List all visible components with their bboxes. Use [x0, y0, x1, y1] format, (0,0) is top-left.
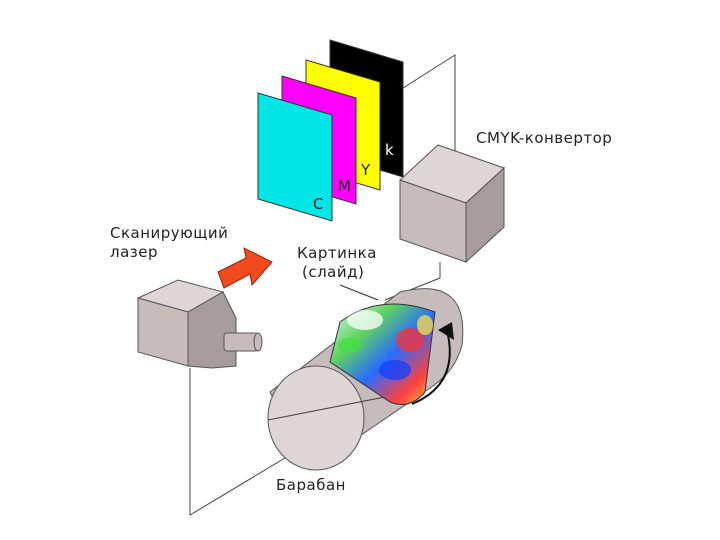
picture-label-line1: Картинка	[297, 244, 377, 262]
cmyk-converter-label: CMYK-конвертор	[476, 129, 613, 147]
picture-label-line2: (слайд)	[302, 263, 365, 281]
slide-image	[329, 303, 436, 405]
plate-label-c: C	[313, 195, 324, 213]
converter-side-face	[465, 166, 505, 264]
wire-converter-to-plates	[399, 54, 456, 170]
laser-beam-arrow-icon	[217, 247, 273, 289]
laser-nozzle-tip	[253, 332, 263, 352]
color-plates	[257, 39, 404, 222]
laser-nozzle	[223, 332, 259, 352]
scanning-laser-label-line1: Сканирующий	[110, 224, 229, 242]
plate-label-k: k	[385, 141, 394, 159]
rotation-arrow-icon	[411, 322, 454, 405]
laser-housing	[136, 279, 263, 369]
cmyk-converter-box	[399, 144, 505, 264]
picture-pointer-line	[339, 284, 379, 301]
plate-label-y: Y	[361, 161, 371, 179]
drum-end-face	[267, 365, 365, 471]
drum-label: Барабан	[276, 476, 346, 494]
drum-axis-line	[267, 394, 396, 421]
plate-label-m: M	[338, 177, 351, 195]
plate-cyan	[257, 92, 333, 222]
scanning-laser-label-line2: лазер	[110, 243, 159, 261]
